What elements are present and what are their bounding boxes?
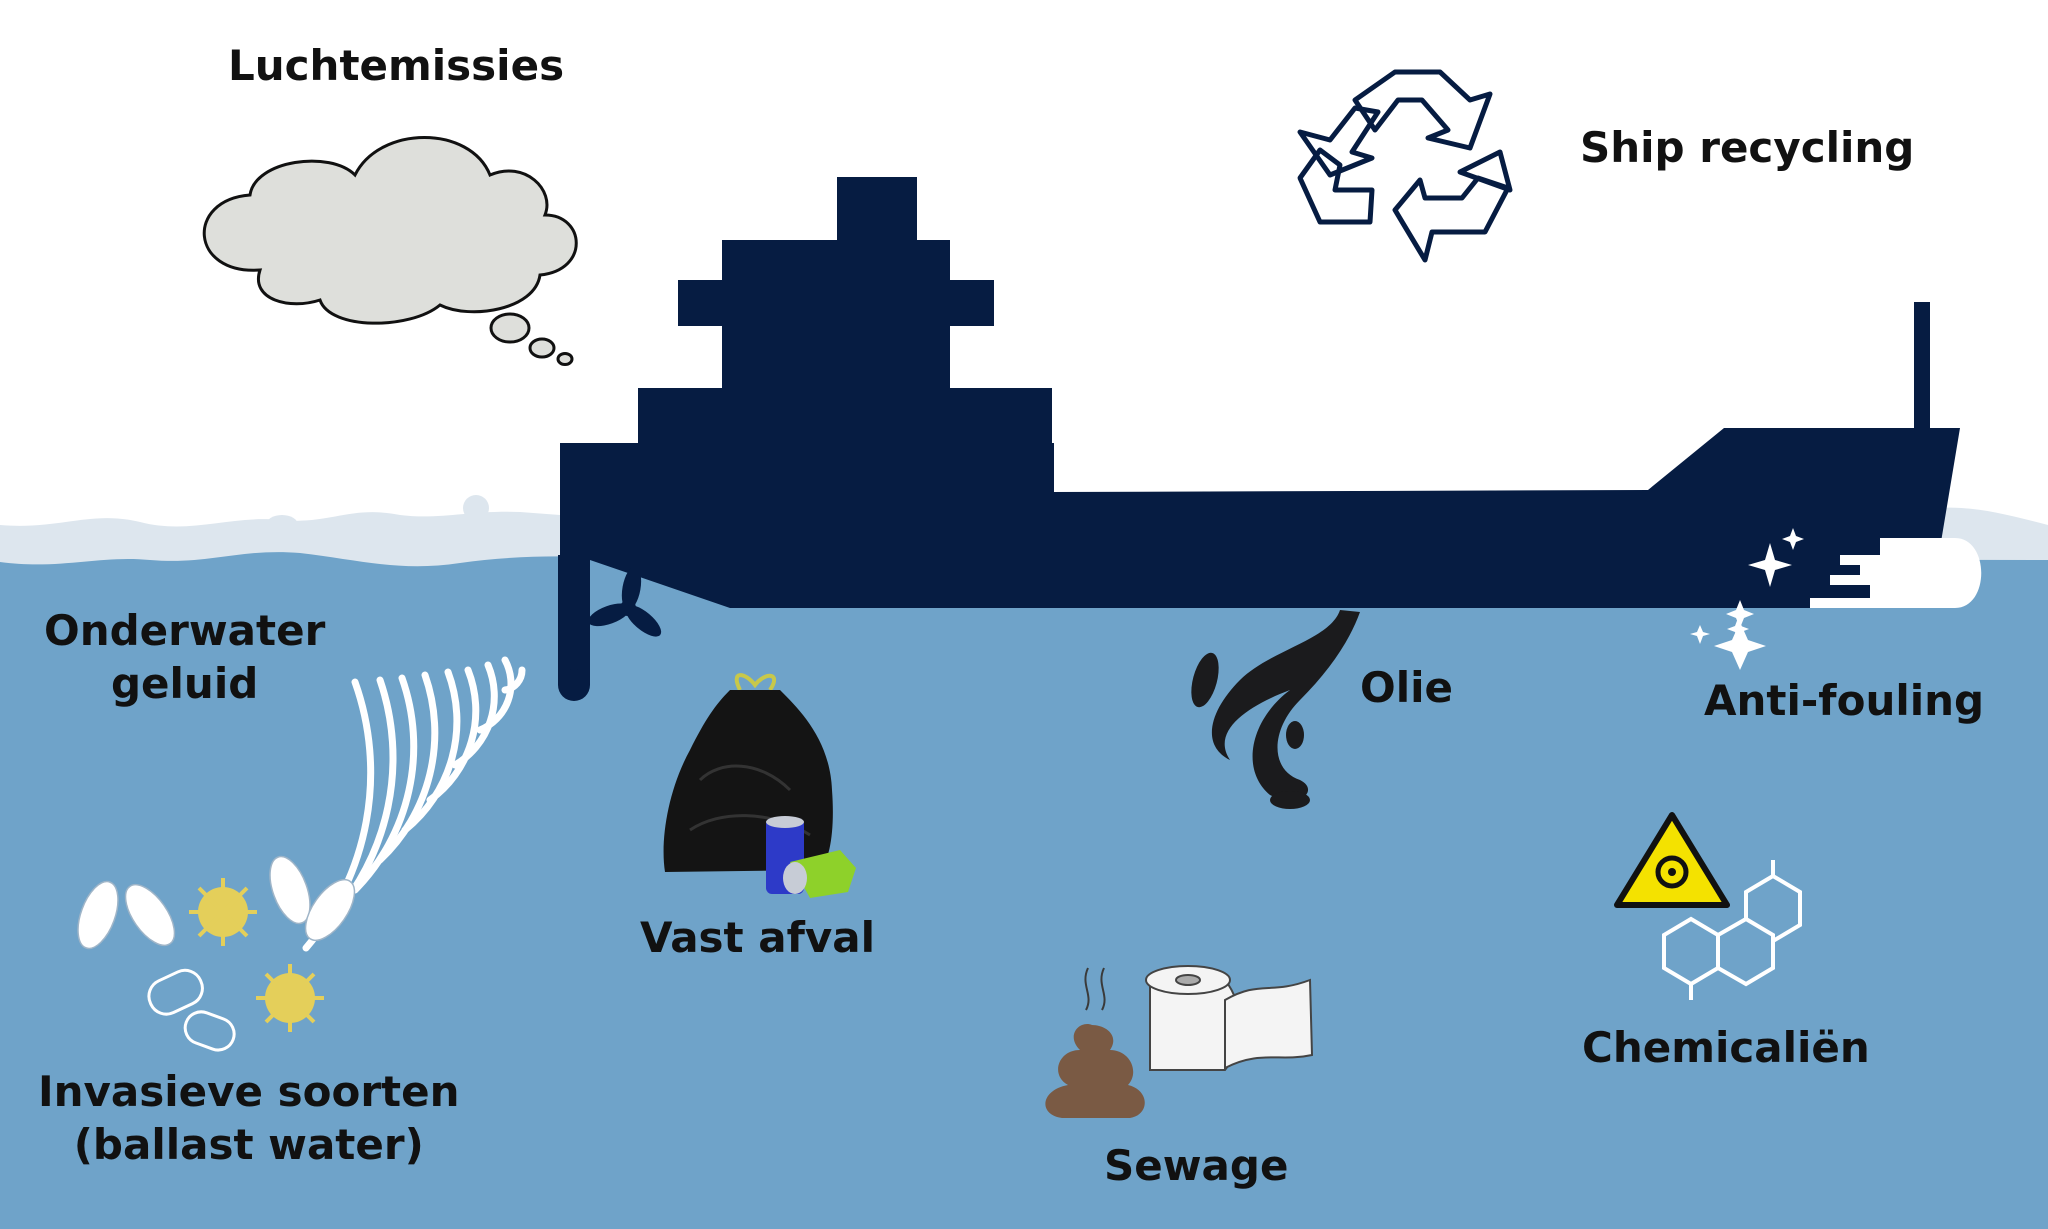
foam-bubble <box>463 495 489 521</box>
molecule-icon <box>1662 860 1802 1000</box>
sparkle-icon <box>1690 528 1982 670</box>
label-underwater-noise: Onderwater geluid <box>44 605 325 710</box>
label-anti-fouling: Anti-fouling <box>1704 676 1985 725</box>
label-ship-recycling: Ship recycling <box>1580 123 1915 172</box>
label-solid-waste: Vast afval <box>640 913 875 962</box>
label-chemicals: Chemicaliën <box>1582 1023 1870 1072</box>
poop-icon <box>1045 967 1145 1118</box>
can-icon <box>766 816 856 898</box>
ship-icon <box>558 177 1960 701</box>
toilet-paper-icon <box>1145 965 1314 1071</box>
label-underwater-noise-line1: Onderwater <box>44 606 326 655</box>
label-oil: Olie <box>1360 663 1453 712</box>
spray <box>1810 538 1982 608</box>
label-sewage: Sewage <box>1104 1141 1289 1190</box>
foam-bubble <box>266 515 298 535</box>
water <box>0 552 2048 1229</box>
label-invasive-species: Invasieve soorten (ballast water) <box>38 1066 460 1171</box>
propeller-icon <box>588 566 662 637</box>
virus-icon <box>189 878 324 1032</box>
recycle-icon <box>1297 69 1513 263</box>
bacteria-icon <box>147 968 236 1052</box>
biohazard-icon <box>1614 812 1730 908</box>
label-underwater-noise-line2: geluid <box>110 658 259 708</box>
oil-drop-icon <box>1191 610 1360 809</box>
mussel-icon <box>77 855 356 950</box>
label-invasive-species-line1: Invasieve soorten <box>38 1067 460 1116</box>
label-air-emissions: Luchtemissies <box>228 41 565 90</box>
cloud-icon <box>202 136 578 366</box>
label-invasive-species-line2: (ballast water) <box>73 1119 424 1169</box>
